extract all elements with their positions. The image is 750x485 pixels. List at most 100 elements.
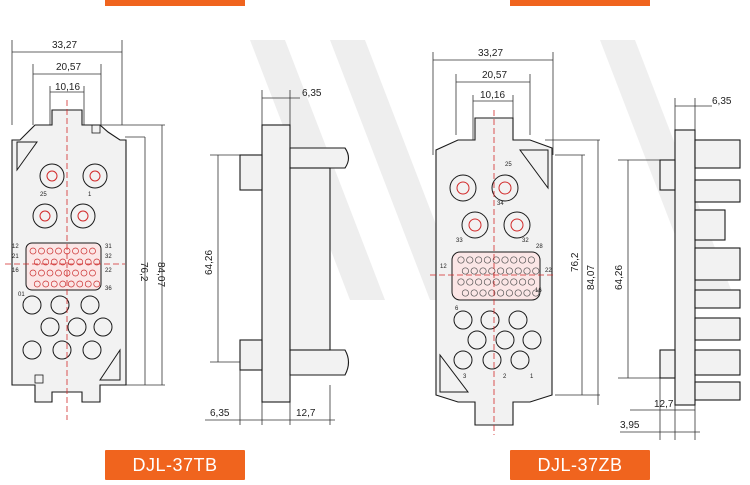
small-contact-pin — [84, 280, 92, 288]
left-width-outer-dim: 33,27 — [52, 40, 77, 51]
small-contact-pin — [72, 269, 79, 277]
right-side-view: 6,35 64,26 12,7 3,95 — [614, 96, 741, 440]
right-side-top-dim: 6,35 — [712, 96, 732, 107]
right-side-mid-dim: 12,7 — [654, 399, 674, 410]
small-contact-pin — [497, 289, 505, 297]
small-contact-pin — [505, 267, 513, 275]
right-pin-label: 25 — [505, 162, 512, 168]
small-contact-pin — [67, 258, 75, 266]
small-contact-pin — [514, 267, 522, 275]
small-contact-pin — [84, 258, 92, 266]
right-width-mid-dim: 20,57 — [482, 70, 507, 81]
small-contact-pin — [527, 256, 535, 264]
small-contact-pin — [42, 258, 50, 266]
small-contact-pin — [50, 280, 58, 288]
left-model-label: DJL-37TB — [105, 450, 245, 480]
left-pin-label: 16 — [12, 268, 19, 274]
small-contact-pin — [76, 280, 84, 288]
right-side-height-dim: 64,26 — [614, 265, 625, 290]
small-contact-pin — [33, 258, 41, 266]
right-pin-label: 16 — [535, 288, 542, 294]
right-pin-label: 2 — [503, 374, 507, 380]
small-contact-pin — [492, 278, 500, 286]
small-contact-pin — [479, 289, 487, 297]
small-contact-pin — [510, 278, 518, 286]
small-contact-pin — [470, 289, 478, 297]
left-pin-label: 21 — [12, 254, 19, 260]
small-contact-pin — [523, 289, 531, 297]
small-contact-pin — [479, 267, 487, 275]
small-contact-pin — [488, 289, 496, 297]
right-height-inner-dim: 76,2 — [570, 252, 581, 272]
small-contact-pin — [488, 267, 496, 275]
left-front-view: 33,27 20,57 10,16 76,2 84,07 — [5, 40, 166, 420]
right-pin-label: 3 — [463, 374, 467, 380]
left-side-height-dim: 64,26 — [204, 250, 215, 275]
small-contact-pin — [42, 280, 50, 288]
small-contact-pin — [523, 267, 531, 275]
small-contact-pin — [80, 247, 88, 255]
right-pin-label: 12 — [440, 264, 447, 270]
small-contact-pin — [67, 280, 75, 288]
right-pin-label: 34 — [497, 201, 504, 207]
right-side-flange — [674, 129, 696, 406]
right-top-accent-bar — [510, 0, 650, 6]
left-pin-label: 36 — [105, 286, 112, 292]
small-contact-pin — [38, 247, 45, 255]
left-height-inner-dim: 76,2 — [138, 262, 149, 282]
small-contact-pin — [501, 256, 509, 264]
right-pin-label: 33 — [456, 238, 463, 244]
left-width-inner-dim: 10,16 — [55, 82, 80, 93]
left-height-outer-dim: 84,07 — [155, 262, 166, 287]
right-model-label: DJL-37ZB — [510, 450, 650, 480]
small-contact-pin — [38, 269, 45, 277]
right-pin-label: 6 — [455, 306, 459, 312]
small-contact-pin — [80, 269, 88, 277]
small-contact-pin — [89, 247, 96, 255]
left-pin-label: 31 — [105, 244, 112, 250]
right-width-inner-dim: 10,16 — [480, 90, 505, 101]
small-contact-pin — [475, 256, 483, 264]
left-side-bottom-right-dim: 12,7 — [296, 408, 316, 419]
small-contact-pin — [519, 256, 527, 264]
left-side-top-dim: 6,35 — [302, 88, 322, 99]
small-contact-pin — [510, 256, 518, 264]
small-contact-pin — [532, 289, 540, 297]
left-pin-label: 01 — [18, 292, 25, 298]
small-contact-pin — [475, 278, 483, 286]
small-contact-pin — [93, 280, 101, 288]
left-top-accent-bar — [105, 0, 245, 6]
right-side-bottom-dim: 3,95 — [620, 420, 640, 431]
right-pin-label: 22 — [545, 268, 552, 274]
small-contact-pin — [76, 258, 84, 266]
small-contact-pin — [470, 267, 478, 275]
small-contact-pin — [483, 256, 491, 264]
right-width-outer-dim: 33,27 — [478, 48, 503, 59]
right-pin-label: 28 — [536, 244, 543, 250]
small-contact-pin — [457, 278, 465, 286]
small-contact-pin — [461, 267, 469, 275]
small-contact-pin — [46, 269, 54, 277]
small-contact-pin — [93, 258, 101, 266]
small-contact-pin — [461, 289, 469, 297]
small-contact-pin — [46, 247, 54, 255]
small-contact-pin — [72, 247, 79, 255]
small-contact-pin — [466, 256, 474, 264]
right-height-outer-dim: 84,07 — [586, 265, 597, 290]
small-contact-pin — [501, 278, 509, 286]
small-contact-pin — [59, 280, 67, 288]
left-pin-label: 25 — [40, 192, 47, 198]
left-side-flange — [261, 124, 291, 403]
small-contact-pin — [519, 278, 527, 286]
right-pin-label: 32 — [522, 238, 529, 244]
small-contact-pin — [466, 278, 474, 286]
small-contact-pin — [514, 289, 522, 297]
small-contact-pin — [29, 247, 37, 255]
right-front-view: 33,27 20,57 10,16 76,2 84,07 34 25 33 — [430, 48, 600, 435]
left-width-mid-dim: 20,57 — [56, 62, 81, 73]
small-contact-pin — [457, 256, 465, 264]
small-contact-pin — [59, 258, 67, 266]
small-contact-pin — [492, 256, 500, 264]
small-contact-pin — [50, 258, 58, 266]
